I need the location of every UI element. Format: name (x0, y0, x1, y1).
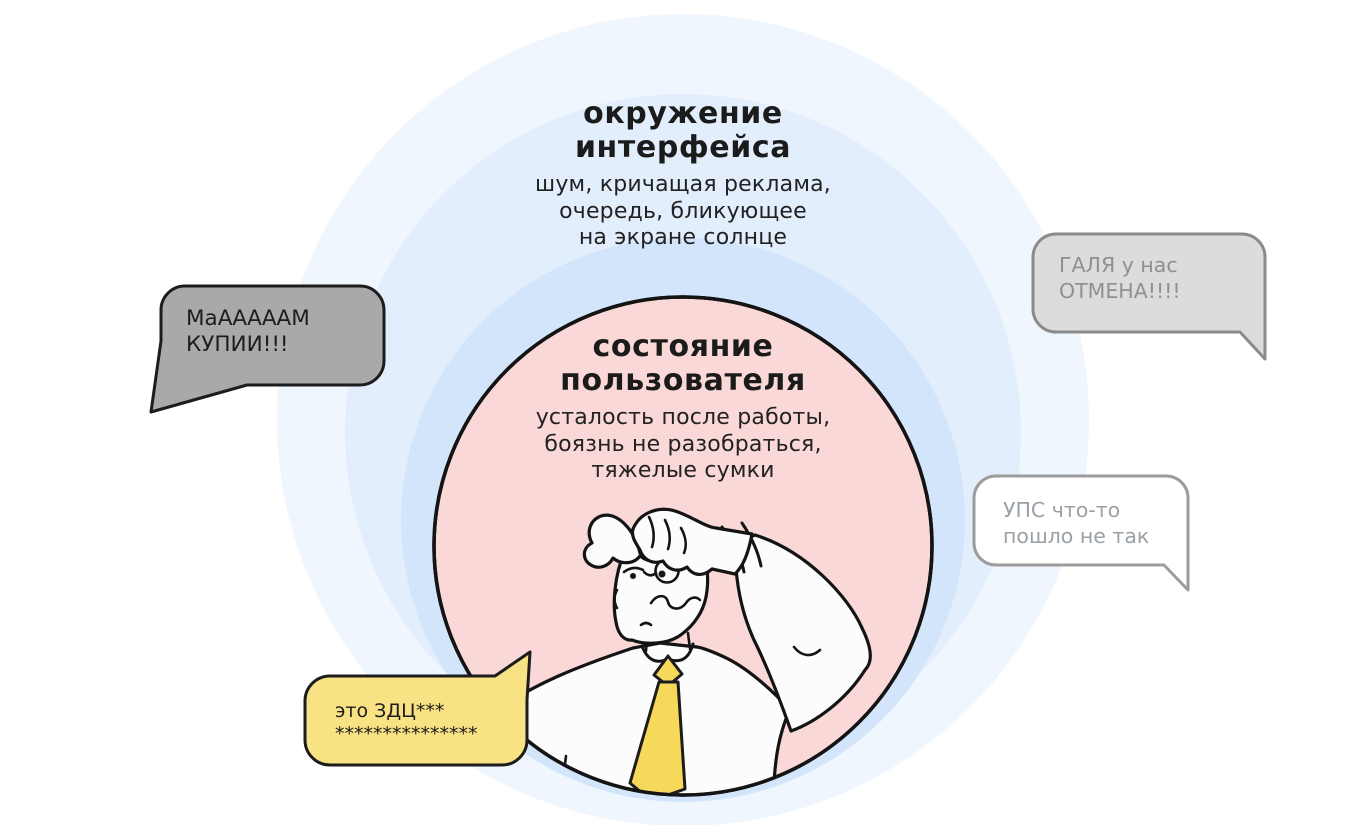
scratching-hand (630, 507, 754, 576)
tie-band (628, 680, 687, 794)
user-state-title: состояние пользователя (560, 329, 806, 398)
environment-description: шум, кричащая реклама, очередь, бликующе… (535, 172, 831, 250)
speech-bubble-mom-buy-text: МаАААААМ КУПИИ!!! (186, 306, 310, 357)
speech-bubble-galya-cancel-text: ГАЛЯ у нас ОТМЕНА!!!! (1059, 253, 1181, 303)
speech-bubble-mom-buy (149, 284, 386, 414)
finger-line-1 (647, 515, 655, 549)
speech-bubble-zdc-text: это ЗДЦ*** *************** (335, 700, 478, 745)
elbow-crease (792, 645, 822, 657)
finger-line-2 (663, 518, 671, 551)
speech-bubble-oops (972, 474, 1190, 592)
user-state-circle-outline (432, 295, 934, 797)
speech-bubble-oops-text: УПС что-то пошло не так (1003, 498, 1150, 548)
wavy-mouth (649, 594, 702, 610)
chin-mark (639, 621, 653, 627)
sleeve-cuff-line-2 (740, 521, 763, 568)
left-eye (630, 573, 636, 579)
neck-line-right (686, 631, 692, 651)
finger-line-3 (679, 526, 687, 555)
cheek-line (613, 588, 619, 610)
speech-bubble-zdc (303, 650, 532, 767)
environment-label-block: окружение интерфейса шум, кричащая рекла… (383, 97, 983, 252)
left-eyelid (622, 566, 645, 574)
environment-title: окружение интерфейса (574, 96, 792, 165)
right-pupil (658, 570, 666, 578)
user-state-description: усталость после работы, боязнь не разобр… (535, 405, 831, 483)
speech-bubble-galya-cancel (1031, 232, 1267, 361)
user-state-label-block: состояние пользователя усталость после р… (433, 330, 933, 485)
